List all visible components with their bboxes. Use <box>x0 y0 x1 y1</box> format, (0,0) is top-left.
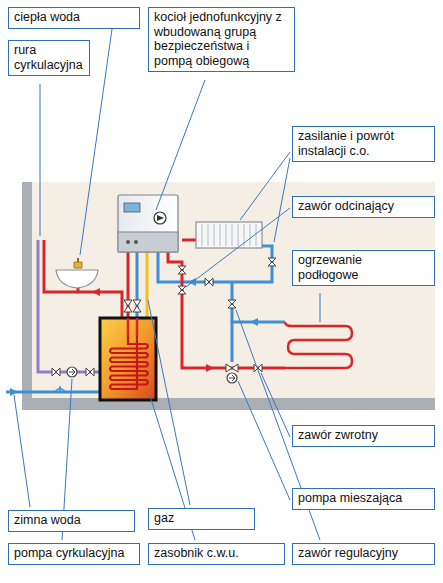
callout-text: zasobnik c.w.u. <box>154 546 279 561</box>
callout-box: gaz <box>148 508 255 530</box>
callout-text: zawór regulacyjny <box>298 546 429 561</box>
boiler <box>118 195 178 252</box>
callout-box: rura cyrkulacyjna <box>8 40 90 76</box>
mixing-pump <box>227 373 237 383</box>
callout-box: pompa mieszająca <box>292 488 435 510</box>
floor-heating-coil <box>285 322 352 368</box>
callout-box: ciepła woda <box>8 7 140 29</box>
callout-box: zawór odcinający <box>292 196 435 218</box>
callout-box: pompa cyrkulacyjna <box>8 543 140 565</box>
leader-lines <box>14 29 320 540</box>
side-wall <box>22 182 32 410</box>
callout-box: zawór zwrotny <box>292 425 435 447</box>
radiator <box>196 222 262 248</box>
callout-box: ogrzewanie podłogowe <box>292 250 435 286</box>
callout-box: zawór regulacyjny <box>292 543 435 565</box>
callout-box: zasilanie i powrót instalacji c.o. <box>292 126 435 162</box>
callout-text: zimna woda <box>14 513 129 528</box>
callout-box: zimna woda <box>8 510 135 532</box>
room-wall <box>32 182 435 398</box>
hot-water-pipe <box>44 240 122 318</box>
callout-text: ogrzewanie podłogowe <box>298 253 388 282</box>
washbasin <box>56 258 98 288</box>
callout-text: zasilanie i powrót instalacji c.o. <box>298 129 429 158</box>
cold-water-pipe <box>6 386 100 396</box>
callout-text: rura cyrkulacyjna <box>14 43 84 72</box>
callout-text: ciepła woda <box>14 10 134 25</box>
hot-water-tank <box>100 318 156 400</box>
callout-text: zawór zwrotny <box>298 428 429 443</box>
callout-text: gaz <box>154 511 249 526</box>
callout-text: kocioł jednofunkcyjny z wbudowaną grupą … <box>154 10 282 68</box>
callout-text: pompa cyrkulacyjna <box>14 546 134 561</box>
circulation-pipe <box>38 240 100 377</box>
callout-box: kocioł jednofunkcyjny z wbudowaną grupą … <box>148 7 295 72</box>
callout-text: zawór odcinający <box>298 199 429 214</box>
callout-text: pompa mieszająca <box>298 491 429 506</box>
callout-box: zasobnik c.w.u. <box>148 543 285 565</box>
floor <box>22 398 435 410</box>
